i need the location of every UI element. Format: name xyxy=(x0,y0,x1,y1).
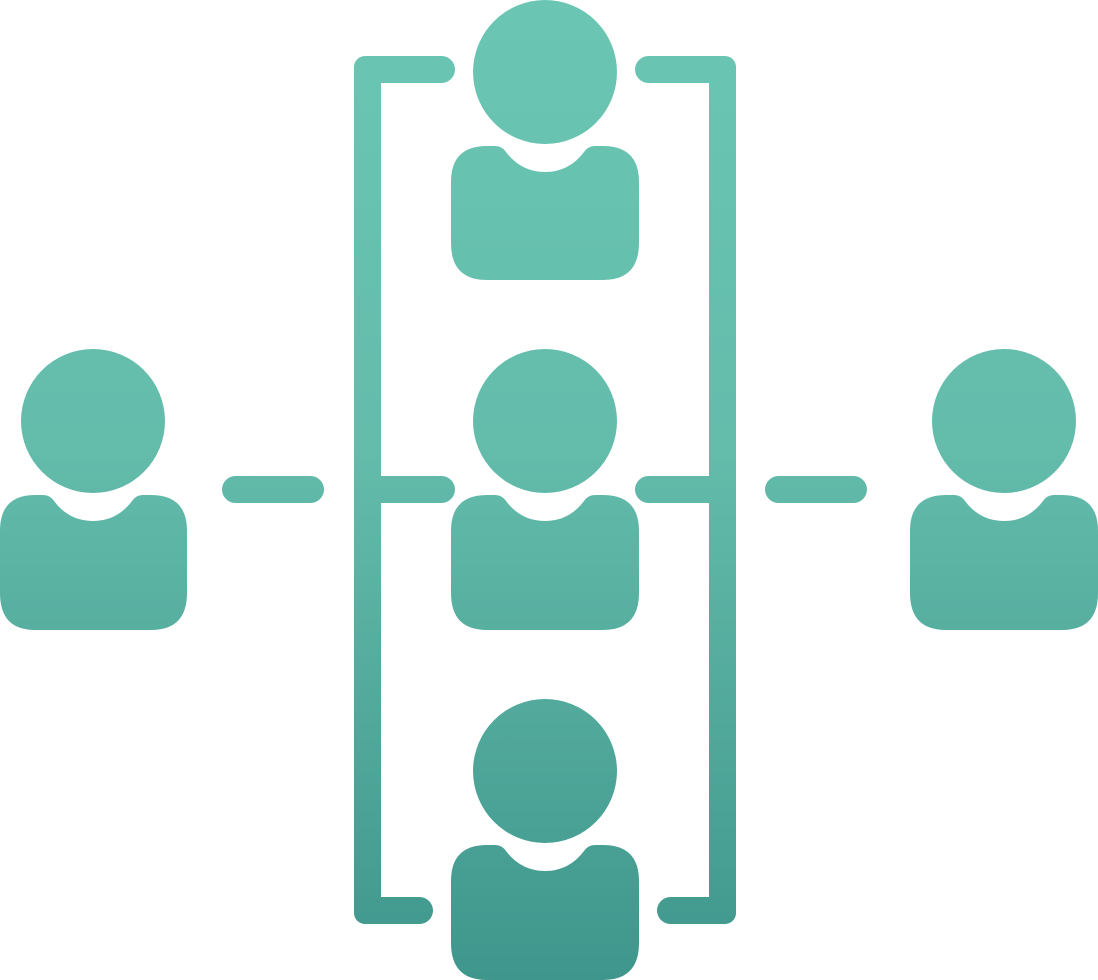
connector-left-to-bracket xyxy=(222,476,324,503)
left-bracket xyxy=(354,56,455,924)
bracket-gaps xyxy=(381,83,709,897)
person-middle-icon xyxy=(451,349,639,630)
person-left-icon xyxy=(0,349,187,630)
connector-bracket-to-right xyxy=(765,476,867,503)
person-bottom-icon xyxy=(451,699,639,980)
right-bracket xyxy=(635,56,736,924)
person-right-icon xyxy=(910,349,1098,630)
person-top-icon xyxy=(451,0,639,280)
